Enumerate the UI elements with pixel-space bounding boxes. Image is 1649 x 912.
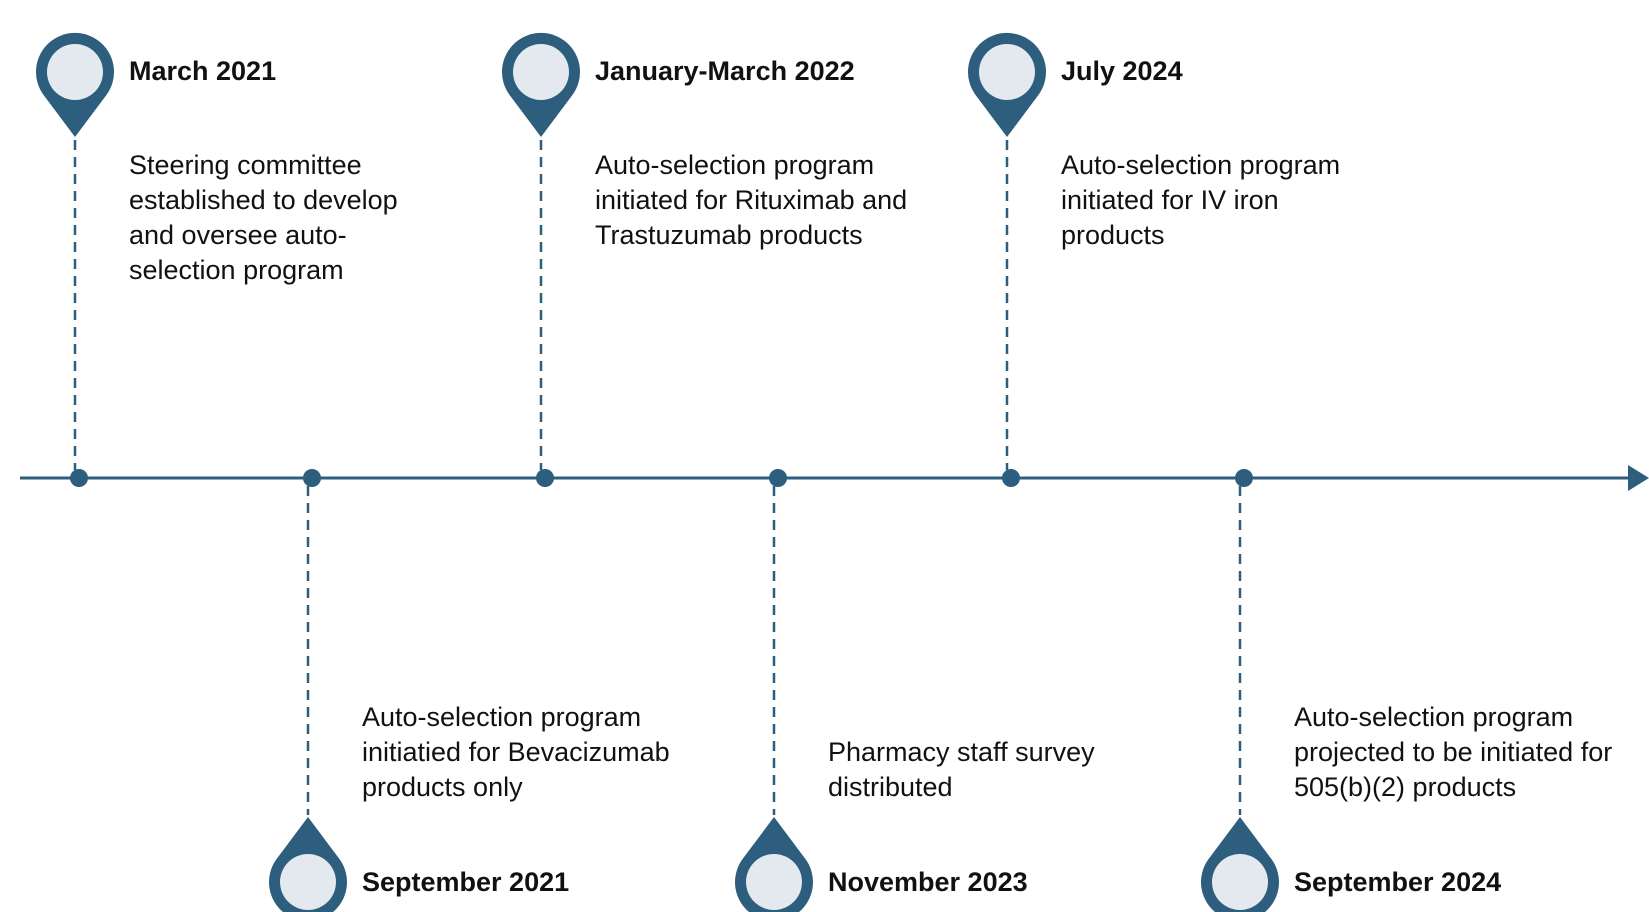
location-pin-icon xyxy=(501,32,580,138)
location-pin-icon xyxy=(269,817,347,912)
event-date: September 2024 xyxy=(1294,867,1502,897)
timeline-arrowhead xyxy=(1628,465,1649,491)
location-pin-icon xyxy=(1201,817,1279,912)
event-description: Auto-selection program initiated for IV … xyxy=(1061,150,1341,250)
event-description: Auto-selection program initiatied for Be… xyxy=(362,702,670,802)
timeline-node-dot xyxy=(1002,469,1020,487)
timeline-node-dot xyxy=(303,469,321,487)
location-pin-icon xyxy=(968,32,1046,138)
event-date: March 2021 xyxy=(129,56,277,86)
location-pin-icon xyxy=(36,32,115,137)
event-date: September 2021 xyxy=(362,867,570,897)
event-description: Pharmacy staff survey distributed xyxy=(828,737,1095,802)
event-description: Auto-selection program projected to be i… xyxy=(1294,702,1613,802)
location-pin-icon xyxy=(735,817,813,912)
timeline-node-dot xyxy=(1235,469,1253,487)
event-description: Auto-selection program initiated for Rit… xyxy=(595,150,908,250)
timeline-node-dot xyxy=(70,469,88,487)
event-date: July 2024 xyxy=(1061,56,1183,86)
event-date: November 2023 xyxy=(828,867,1028,897)
event-description: Steering committee established to develo… xyxy=(129,150,398,285)
event-date: January-March 2022 xyxy=(595,56,855,86)
timeline-node-dot xyxy=(536,469,554,487)
timeline-node-dot xyxy=(769,469,787,487)
